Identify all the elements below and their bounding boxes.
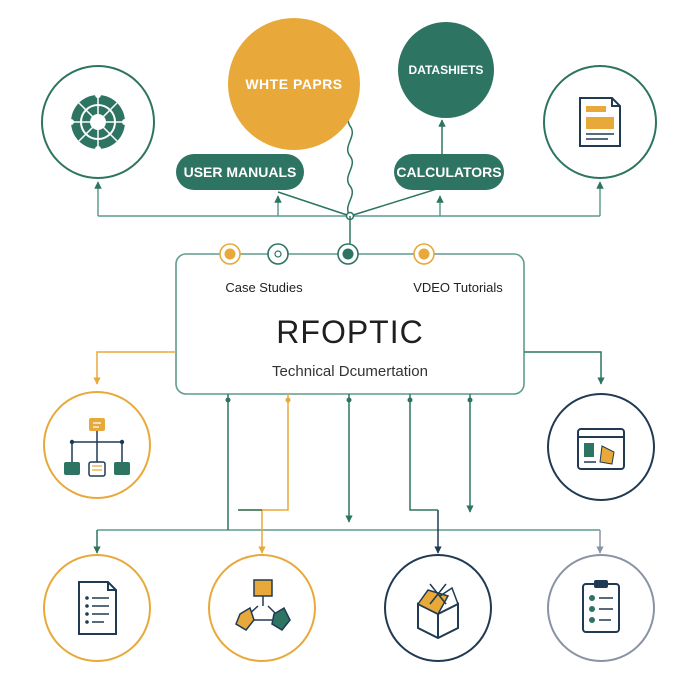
white-papers-label: WHTE PAPRS bbox=[245, 76, 343, 92]
hub-dots bbox=[219, 243, 435, 265]
globe-network-icon bbox=[41, 65, 155, 179]
calculators-pill[interactable]: CALCULATORS bbox=[394, 154, 504, 190]
case-studies-label[interactable]: Case Studies bbox=[225, 279, 303, 295]
video-tutorials-label[interactable]: VDEO Tutorials bbox=[413, 279, 503, 295]
fan-to-user-manuals bbox=[277, 191, 351, 217]
document-list-icon bbox=[43, 554, 151, 662]
side-connectors bbox=[93, 351, 605, 385]
top-connectors bbox=[94, 99, 604, 246]
datasheets-label: DATASHIETS bbox=[408, 63, 484, 77]
fan-to-calculators bbox=[349, 187, 441, 217]
datasheets-bubble[interactable]: DATASHIETS bbox=[398, 22, 494, 118]
calculators-label: CALCULATORS bbox=[396, 164, 502, 180]
hub-title: RFOPTIC bbox=[276, 313, 424, 350]
hierarchy-chart-icon bbox=[43, 391, 151, 499]
browser-window-icon bbox=[547, 393, 655, 501]
cube-network-icon bbox=[208, 554, 316, 662]
user-manuals-label: USER MANUALS bbox=[183, 164, 297, 180]
bottom-connectors bbox=[93, 394, 604, 554]
connector-hub-right bbox=[524, 351, 605, 385]
document-report-icon bbox=[543, 65, 657, 179]
hub-subtitle: Technical Dcumertation bbox=[272, 362, 428, 380]
white-papers-bubble[interactable]: WHTE PAPRS bbox=[228, 18, 360, 150]
open-box-icon bbox=[384, 554, 492, 662]
user-manuals-pill[interactable]: USER MANUALS bbox=[176, 154, 304, 190]
clipboard-checklist-icon bbox=[547, 554, 655, 662]
connector-hub-left bbox=[93, 351, 176, 385]
